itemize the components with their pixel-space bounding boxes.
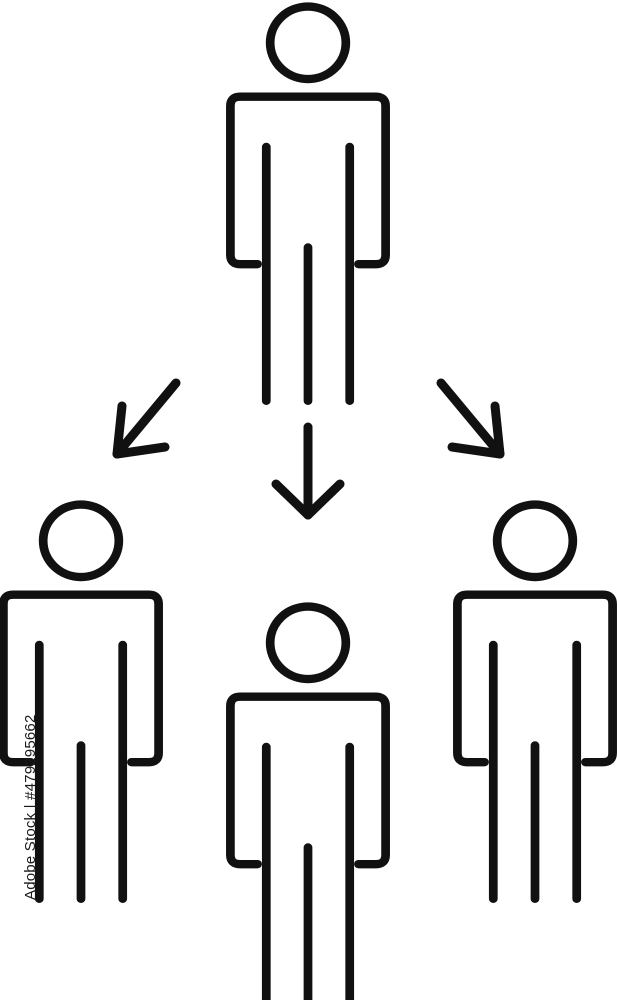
- stock-id-watermark: Adobe Stock | #479295662: [22, 714, 39, 900]
- arrow-right-icon: [436, 378, 505, 459]
- person-icon-center: [230, 607, 385, 1000]
- person-icon-top: [230, 7, 385, 401]
- arrow-down-icon: [271, 422, 345, 520]
- person-icon-right: [457, 505, 612, 899]
- arrow-left-icon: [112, 378, 181, 459]
